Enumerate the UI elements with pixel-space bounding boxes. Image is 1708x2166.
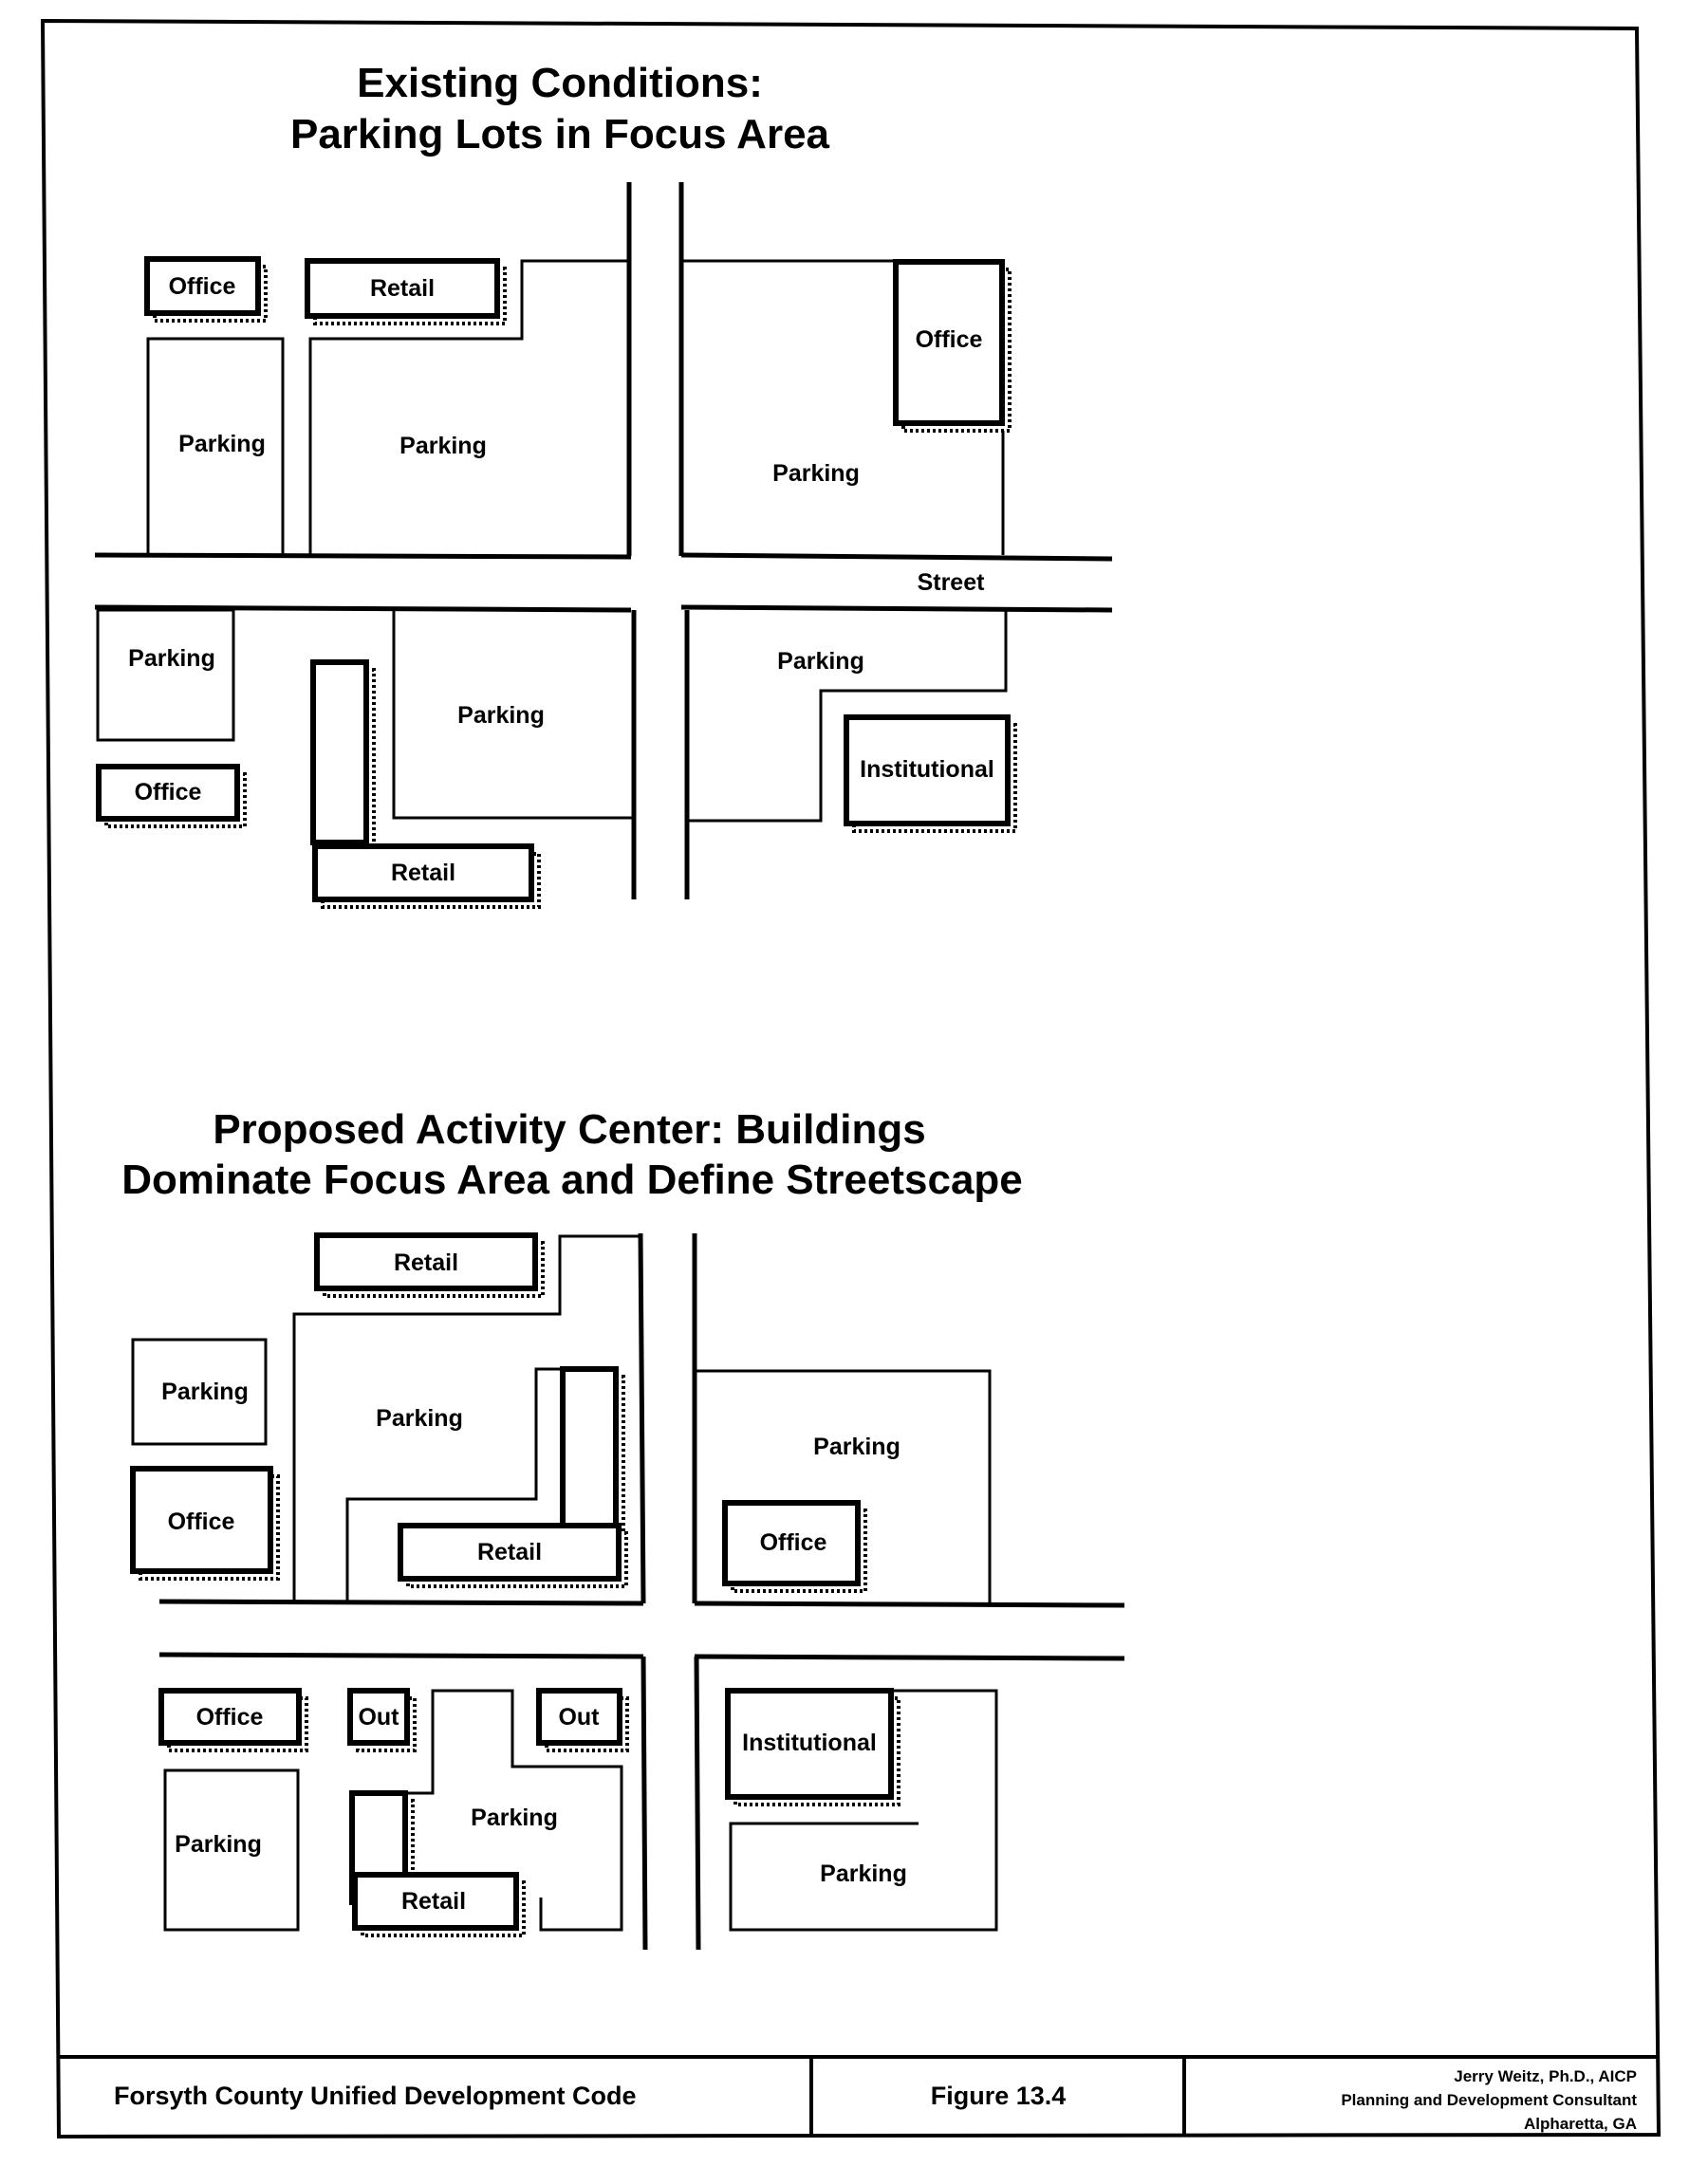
- office-building: [144, 256, 261, 316]
- parking-lot: [292, 1234, 640, 1601]
- out-label: Out: [558, 1704, 600, 1731]
- institutional-building: [844, 714, 1011, 826]
- street-edge: [638, 1232, 646, 1604]
- parking-lot: [96, 608, 235, 742]
- retail-label: Retail: [394, 1250, 458, 1276]
- out-label: Out: [358, 1704, 399, 1731]
- parking-lot: [408, 1689, 623, 1932]
- retail-label: Retail: [370, 275, 435, 302]
- footer-code-name: Forsyth County Unified Development Code: [114, 2082, 637, 2110]
- outparcel-building: [536, 1688, 622, 1746]
- institutional-building: [725, 1688, 894, 1800]
- retail-building: [314, 1232, 538, 1291]
- retail-building: [398, 1523, 622, 1582]
- parking-label: Parking: [376, 1405, 463, 1432]
- parking-lot: [695, 1369, 992, 1603]
- street-edge: [158, 1652, 644, 1659]
- footer-figure-number: Figure 13.4: [931, 2082, 1067, 2110]
- parking-label: Parking: [777, 648, 864, 675]
- parking-lot: [163, 1768, 300, 1932]
- office-label: Office: [196, 1704, 264, 1731]
- parking-label: Parking: [175, 1831, 262, 1858]
- institutional-label: Institutional: [742, 1730, 877, 1756]
- outparcel-building: [347, 1688, 410, 1746]
- existing-conditions-diagram: Existing Conditions: Parking Lots in Foc…: [94, 60, 1113, 909]
- office-building: [96, 764, 240, 822]
- parking-lot: [687, 610, 1008, 823]
- retail-building: [352, 1872, 519, 1931]
- parking-label: Parking: [471, 1805, 558, 1831]
- street-edge: [680, 552, 1113, 562]
- top-title-line2: Parking Lots in Focus Area: [290, 111, 830, 157]
- office-label: Office: [169, 273, 236, 300]
- parking-lot: [131, 1338, 268, 1446]
- footer: Forsyth County Unified Development Code …: [59, 2055, 1659, 2137]
- street-edge: [94, 604, 632, 613]
- parking-lot: [392, 610, 634, 820]
- parking-lot: [729, 1689, 998, 1932]
- street-edge: [640, 1656, 648, 1951]
- retail-building: [305, 258, 500, 319]
- office-label: Office: [135, 779, 202, 805]
- parking-label: Parking: [128, 645, 215, 672]
- retail-building: [312, 843, 534, 902]
- retail-label: Retail: [401, 1888, 466, 1915]
- footer-consultant-city: Alpharetta, GA: [1524, 2115, 1637, 2133]
- office-building: [893, 259, 1005, 426]
- parking-lot: [345, 1367, 563, 1601]
- parking-label: Parking: [457, 702, 545, 729]
- footer-consultant-role: Planning and Development Consultant: [1341, 2091, 1637, 2109]
- parking-label: Parking: [772, 460, 860, 487]
- retail-wing: [560, 1366, 619, 1535]
- bottom-title-line2: Dominate Focus Area and Define Streetsca…: [121, 1157, 1023, 1203]
- footer-consultant-name: Jerry Weitz, Ph.D., AICP: [1454, 2067, 1637, 2085]
- parking-label: Parking: [178, 431, 266, 457]
- street-edge: [680, 604, 1113, 613]
- parking-lot: [146, 337, 285, 557]
- retail-label: Retail: [391, 860, 455, 886]
- office-label: Office: [168, 1509, 235, 1535]
- page-border: [40, 18, 1662, 2139]
- street-edge: [694, 1601, 1125, 1608]
- parking-label: Parking: [399, 433, 487, 459]
- office-building: [158, 1688, 302, 1746]
- street-edge: [158, 1599, 644, 1606]
- office-building: [130, 1466, 273, 1574]
- street-edge: [694, 1654, 1125, 1661]
- proposed-activity-center-diagram: Proposed Activity Center: Buildings Domi…: [121, 1106, 1125, 1951]
- institutional-label: Institutional: [860, 756, 994, 783]
- parking-label: Parking: [813, 1434, 900, 1460]
- retail-label: Retail: [477, 1539, 542, 1565]
- street-label: Street: [918, 569, 986, 596]
- office-label: Office: [760, 1529, 827, 1556]
- street-edge: [694, 1656, 701, 1951]
- office-label: Office: [916, 326, 983, 353]
- parking-label: Parking: [820, 1861, 907, 1887]
- bottom-title-line1: Proposed Activity Center: Buildings: [213, 1106, 925, 1153]
- top-title-line1: Existing Conditions:: [357, 60, 763, 106]
- parking-lot: [308, 259, 629, 555]
- parking-label: Parking: [161, 1379, 249, 1405]
- office-building: [722, 1500, 861, 1586]
- retail-wing: [310, 659, 369, 845]
